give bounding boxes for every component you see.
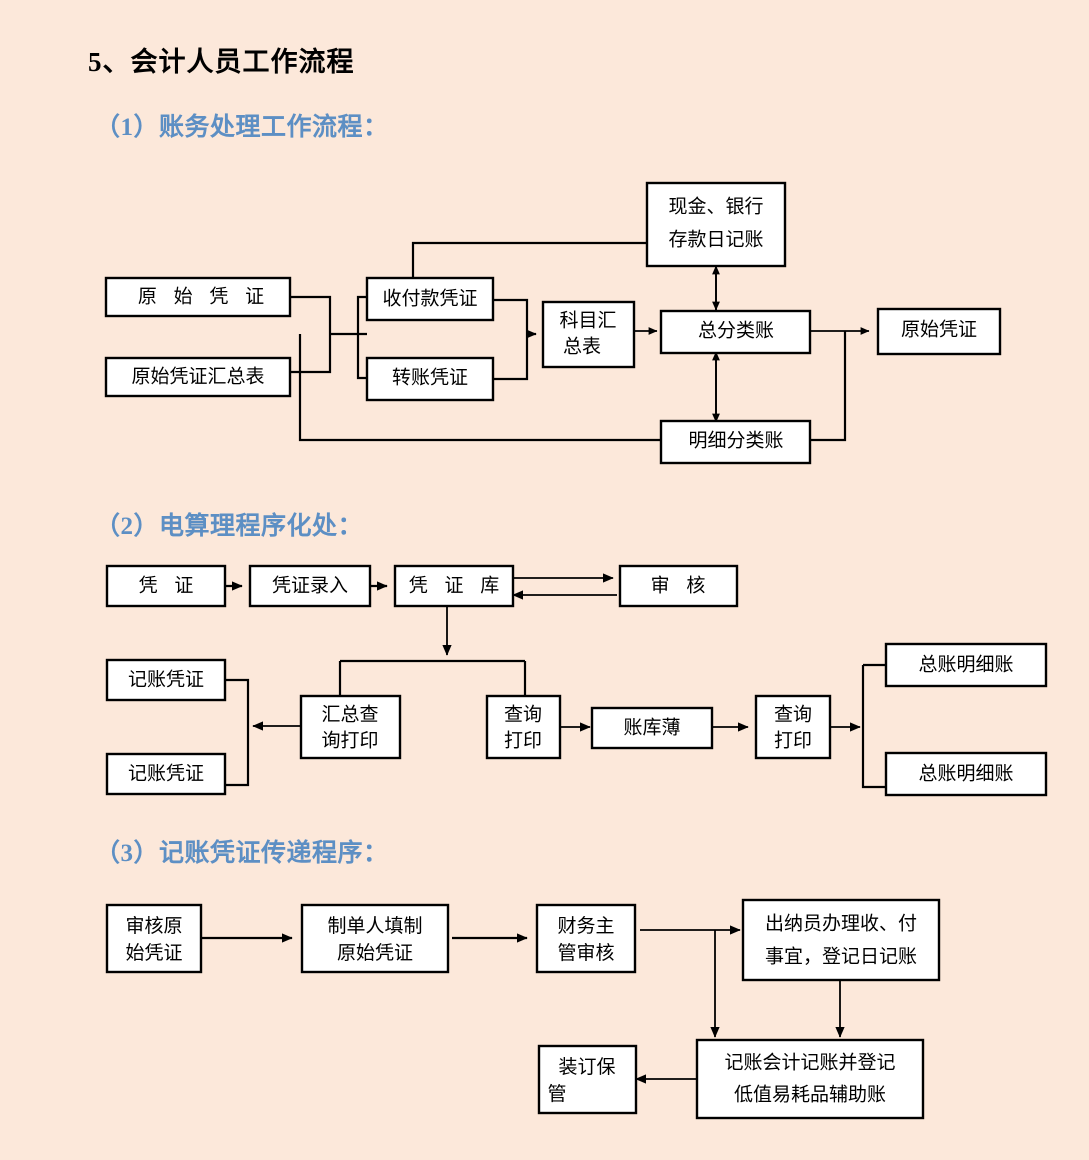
- flow1-label-original-voucher: 原 始 凭 证: [138, 285, 270, 307]
- flow1-box-original-voucher: [104, 276, 292, 318]
- flow2-label-query-print-1-l1: 查询: [504, 703, 542, 725]
- flow2-label-ledger-book: 账库薄: [623, 716, 680, 738]
- flow1-label-cash-bank-l1: 现金、银行: [668, 195, 763, 217]
- flow2-box-query-print-2: [754, 694, 832, 760]
- flow2-label-general-detail-2: 总账明细账: [918, 762, 1013, 784]
- flow1-box-transfer-voucher: [365, 356, 495, 402]
- flow1-link-bottom-long: [298, 334, 661, 442]
- flow3-box-accountant: [695, 1038, 925, 1120]
- flow3-label-accountant-l1: 记账会计记账并登记: [724, 1051, 895, 1073]
- flow1-label-detail-ledger: 明细分类账: [688, 429, 783, 451]
- flow2-box-entry-voucher-1: [105, 658, 227, 702]
- flow3-label-finance-approve-l2: 管审核: [557, 942, 614, 964]
- flow2-label-query-print-2-l2: 打印: [774, 729, 812, 751]
- flow2-box-voucher-store: [393, 564, 515, 608]
- section-heading-1: （1）账务处理工作流程：: [95, 114, 389, 141]
- flow2-label-query-print-2-l1: 查询: [774, 703, 812, 725]
- flow3-label-cashier-l1: 出纳员办理收、付: [765, 912, 917, 934]
- flow3-label-binding-l1: 装订保: [558, 1056, 615, 1078]
- flow1-group: 原 始 凭 证 原始凭证汇总表 收付款凭证 转账凭证 科目汇 总表 现金、银行 …: [104, 181, 1002, 465]
- flow2-label-voucher-entry: 凭证录入: [272, 574, 348, 596]
- flow2-box-voucher-entry: [248, 564, 372, 608]
- flow3-label-binding-l2: 管: [547, 1083, 566, 1105]
- flow1-label-subject-summary-l1: 科目汇: [559, 309, 616, 331]
- flow1-label-original-voucher-out: 原始凭证: [901, 318, 977, 340]
- flow1-box-subject-summary: [541, 300, 636, 369]
- flow1-link-to-journal: [411, 241, 647, 278]
- flow1-link-left-bracket: [290, 295, 332, 374]
- flow2-box-query-print-1: [485, 694, 562, 760]
- flow2-group: 凭 证 凭证录入 凭 证 库 审 核 记账凭证 记账凭证 汇总查 询打印 查询 …: [105, 564, 1048, 797]
- flow2-label-entry-voucher-1: 记账凭证: [128, 668, 204, 690]
- flow1-box-cash-bank-journal: [645, 181, 787, 268]
- flow2-label-query-print-1-l2: 打印: [504, 729, 542, 751]
- flow3-box-finance-approve: [535, 903, 637, 974]
- flow2-box-general-detail-2: [884, 751, 1048, 797]
- flow1-label-receipt-voucher: 收付款凭证: [382, 287, 477, 309]
- flow2-label-voucher: 凭 证: [139, 574, 200, 596]
- flow1-box-original-summary: [104, 356, 292, 398]
- flow2-label-general-detail-1: 总账明细账: [918, 653, 1013, 675]
- flow2-out-bracket: [861, 665, 886, 789]
- flow3-group: 审核原 始凭证 制单人填制 原始凭证 财务主 管审核 出纳员办理收、付 事宜，登…: [105, 898, 941, 1120]
- flow2-box-audit: [618, 564, 739, 608]
- section-heading-3: （3）记账凭证传递程序：: [95, 840, 389, 867]
- flow3-label-prepare-voucher-l1: 制单人填制: [327, 915, 422, 937]
- flow1-box-original-voucher-out: [876, 307, 1002, 356]
- flow2-label-summary-print-l2: 询打印: [321, 729, 378, 751]
- flow1-label-general-ledger: 总分类账: [698, 319, 774, 341]
- flow3-box-binding: [537, 1044, 638, 1115]
- flow2-label-summary-print-l1: 汇总查: [321, 703, 378, 725]
- flow1-link-right-bracket: [493, 298, 529, 381]
- flow3-box-prepare-voucher: [300, 903, 450, 974]
- flow3-box-cashier: [741, 898, 941, 982]
- flow3-label-prepare-voucher-l2: 原始凭证: [337, 942, 413, 964]
- flow2-box-ledger-book: [590, 706, 714, 750]
- flow3-label-audit-original-l2: 始凭证: [125, 942, 182, 964]
- flow3-label-cashier-l2: 事宜，登记日记账: [765, 945, 917, 967]
- flow1-box-receipt-voucher: [365, 276, 495, 322]
- flow2-label-entry-voucher-2: 记账凭证: [128, 762, 204, 784]
- flow1-link-detail-up: [810, 331, 847, 442]
- flow3-label-finance-approve-l1: 财务主: [557, 915, 614, 937]
- flow1-box-detail-ledger: [659, 419, 812, 465]
- flow1-box-general-ledger: [659, 309, 812, 355]
- flow2-box-general-detail-1: [884, 642, 1048, 688]
- flow1-label-original-summary: 原始凭证汇总表: [131, 365, 264, 387]
- page-title: 5、会计人员工作流程: [88, 47, 355, 77]
- flow1-link-mid-bracket: [356, 295, 367, 380]
- section-heading-2: （2）电算理程序化处：: [95, 513, 364, 540]
- flow2-jizhang-bracket: [225, 678, 250, 787]
- flow3-label-audit-original-l1: 审核原: [125, 915, 182, 937]
- flow2-label-voucher-store: 凭 证 库: [409, 574, 506, 596]
- flow3-box-audit-original: [105, 903, 203, 974]
- flow2-label-audit: 审 核: [651, 574, 712, 596]
- flow2-box-voucher: [105, 564, 227, 608]
- flow3-label-accountant-l2: 低值易耗品辅助账: [734, 1083, 886, 1105]
- flow1-label-subject-summary-l2: 总表: [563, 335, 601, 357]
- flow2-box-entry-voucher-2: [105, 752, 227, 796]
- flow2-box-summary-print: [299, 694, 402, 760]
- flow1-label-transfer-voucher: 转账凭证: [392, 366, 468, 388]
- flow1-label-cash-bank-l2: 存款日记账: [668, 228, 763, 250]
